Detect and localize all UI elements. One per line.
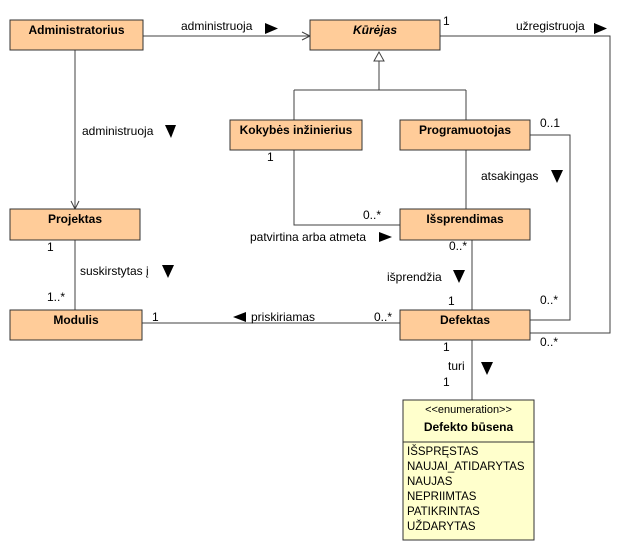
multiplicity: 1	[448, 294, 455, 308]
direction-arrow-icon	[551, 170, 563, 183]
class-administratorius[interactable]: Administratorius	[9, 19, 144, 51]
enum-value: IŠSPRĘSTAS	[407, 445, 479, 458]
enum-value: PATIKRINTAS	[407, 506, 480, 518]
class-projektas[interactable]: Projektas	[9, 208, 141, 241]
direction-arrow-icon	[453, 270, 465, 283]
multiplicity: 0..*	[449, 239, 467, 253]
assoc-label-issprendimas-defektas: išprendžia	[387, 270, 442, 284]
class-kokybes-inzinierius[interactable]: Kokybės inžinierius	[229, 119, 363, 151]
multiplicity: 1	[443, 375, 450, 389]
assoc-line-kurejas-defektas	[440, 35, 611, 334]
multiplicity: 0..*	[540, 335, 558, 349]
direction-arrow-icon	[162, 265, 174, 278]
class-kurejas[interactable]: Kūrėjas	[309, 19, 441, 51]
assoc-label-kurejas-defektas: užregistruoja	[516, 19, 585, 33]
enum-value: NAUJAI_ATIDARYTAS	[407, 461, 525, 473]
multiplicity: 0..*	[374, 310, 392, 324]
multiplicity: 1	[443, 340, 450, 354]
assoc-label-prog-issprendimas: atsakingas	[481, 169, 538, 183]
enum-value: NEPRIIMTAS	[407, 491, 477, 503]
assoc-label-projektas-modulis: suskirstytas į	[80, 264, 149, 278]
enum-value: NAUJAS	[407, 476, 453, 488]
class-name: Išsprendimas	[426, 212, 504, 226]
enum-value: UŽDARYTAS	[407, 520, 476, 533]
direction-arrow-icon	[379, 232, 392, 242]
direction-arrow-icon	[265, 23, 278, 34]
enum-stereotype: <<enumeration>>	[425, 404, 512, 416]
assoc-line-prog-defektas	[530, 134, 571, 321]
class-name: Programuotojas	[419, 123, 511, 137]
class-name: Kokybės inžinierius	[240, 123, 353, 137]
generalization-triangle	[373, 50, 385, 62]
class-name: Projektas	[48, 212, 102, 226]
class-name: Defektas	[440, 313, 490, 327]
multiplicity: 0..*	[540, 293, 558, 307]
assoc-label-kokybes-issprendimas: patvirtina arba atmeta	[250, 230, 366, 244]
enum-name: Defekto būsena	[424, 420, 514, 434]
direction-arrow-icon	[233, 312, 246, 322]
assoc-line-kokybes-issprendimas	[293, 150, 400, 226]
multiplicity: 0..*	[363, 208, 381, 222]
multiplicity: 1	[47, 240, 54, 254]
class-defektas[interactable]: Defektas	[399, 309, 531, 341]
class-name: Kūrėjas	[353, 23, 397, 37]
class-name: Modulis	[53, 313, 99, 327]
multiplicity: 1	[443, 14, 450, 28]
assoc-label-defektas-modulis: priskiriamas	[251, 310, 315, 324]
class-issprendimas[interactable]: Išsprendimas	[399, 208, 531, 241]
assoc-label-defektas-busena: turi	[448, 359, 465, 373]
direction-arrow-icon	[481, 362, 493, 375]
class-programuotojas[interactable]: Programuotojas	[399, 119, 531, 151]
direction-arrow-icon	[165, 125, 176, 138]
enumeration-defekto-busena[interactable]: <<enumeration>> Defekto būsena IŠSPRĘSTA…	[402, 399, 535, 541]
multiplicity: 0..1	[540, 116, 560, 130]
multiplicity: 1	[267, 150, 274, 164]
multiplicity: 1	[152, 310, 159, 324]
assoc-label-admin-kurejas: administruoja	[181, 19, 253, 33]
direction-arrow-icon	[594, 23, 607, 34]
class-modulis[interactable]: Modulis	[9, 309, 143, 341]
class-name: Administratorius	[28, 23, 124, 37]
multiplicity: 1..*	[47, 290, 65, 304]
assoc-label-admin-projektas: administruoja	[82, 124, 154, 138]
